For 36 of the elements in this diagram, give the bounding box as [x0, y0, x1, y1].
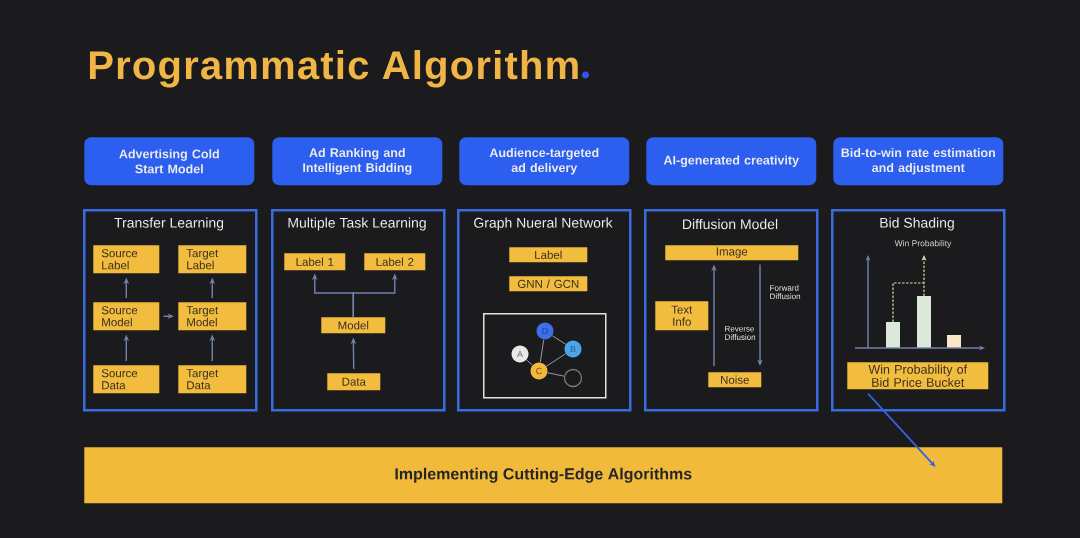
- axis-label: Win Probability: [894, 240, 952, 248]
- label-box: Target Label: [178, 245, 247, 274]
- label-box: Source Label: [93, 245, 160, 274]
- graph-frame: [483, 313, 607, 399]
- label-box: Model: [321, 317, 386, 334]
- panel-title: Bid Shading: [880, 217, 954, 231]
- label-box: Text Info: [655, 301, 709, 331]
- graph-node: B: [564, 340, 582, 358]
- label-box: Target Model: [178, 302, 247, 331]
- label-box: Data: [327, 373, 381, 391]
- label-box: Label: [509, 247, 588, 263]
- edge-label: Forward Diffusion: [770, 284, 801, 300]
- label-box: Image: [665, 245, 799, 261]
- label-box: Win Probability of Bid Price Bucket: [847, 362, 989, 390]
- banner: Implementing Cutting-Edge Algorithms: [84, 447, 1003, 504]
- label-box: Label 1: [284, 253, 346, 271]
- header-box: Bid-to-win rate estimation and adjustment: [833, 137, 1004, 186]
- graph-node: [563, 368, 583, 388]
- panel-title: Multiple Task Learning: [288, 217, 426, 231]
- graph-node: A: [511, 345, 529, 363]
- header-box: Advertising Cold Start Model: [84, 137, 255, 186]
- label-box: GNN / GCN: [509, 276, 588, 292]
- header-box: Ad Ranking and Intelligent Bidding: [272, 137, 443, 186]
- label-box: Label 2: [364, 253, 426, 271]
- label-box: Target Data: [178, 365, 247, 394]
- header-box: AI-generated creativity: [646, 137, 817, 186]
- graph-node: C: [530, 362, 548, 380]
- panel-title: Diffusion Model: [683, 218, 778, 230]
- label-box: Noise: [708, 372, 762, 388]
- edge-label: Reverse Diffusion: [725, 326, 756, 340]
- label-box: Source Model: [93, 302, 160, 331]
- header-box: Audience-targeted ad delivery: [459, 137, 630, 186]
- panel-title: Graph Nueral Network: [474, 217, 613, 231]
- label-box: Source Data: [93, 365, 160, 394]
- title: Programmatic Algorithm: [89, 50, 578, 88]
- panel-title: Transfer Learning: [114, 217, 224, 231]
